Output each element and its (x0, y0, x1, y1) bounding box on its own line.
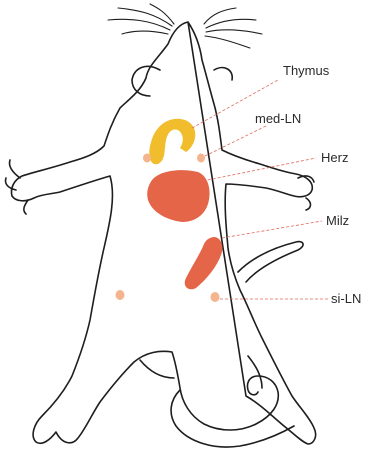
tail-outline (238, 242, 303, 282)
hind-leg-outline (248, 356, 262, 388)
whiskers (108, 4, 262, 48)
thymus-organ (149, 119, 195, 165)
si-ln-label: si-LN (331, 292, 361, 305)
heart-organ (147, 170, 209, 222)
left-paw-outline (5, 160, 28, 214)
mouse-body-outline (11, 22, 315, 444)
right-paw-outline (298, 176, 314, 210)
small-intestine-lymph-node (211, 292, 220, 302)
mediastinal-lymph-node (197, 154, 205, 163)
hind-leg-outline (140, 360, 174, 378)
mediastinal-lymph-node (143, 154, 151, 163)
milz-label: Milz (326, 214, 349, 227)
thymus-label: Thymus (283, 64, 329, 77)
ear-outline (214, 68, 232, 80)
small-intestine-lymph-node (116, 290, 125, 300)
med-ln-label: med-LN (255, 112, 301, 125)
herz-label: Herz (321, 151, 348, 164)
ear-outline (132, 66, 160, 96)
spleen-organ (185, 237, 223, 289)
